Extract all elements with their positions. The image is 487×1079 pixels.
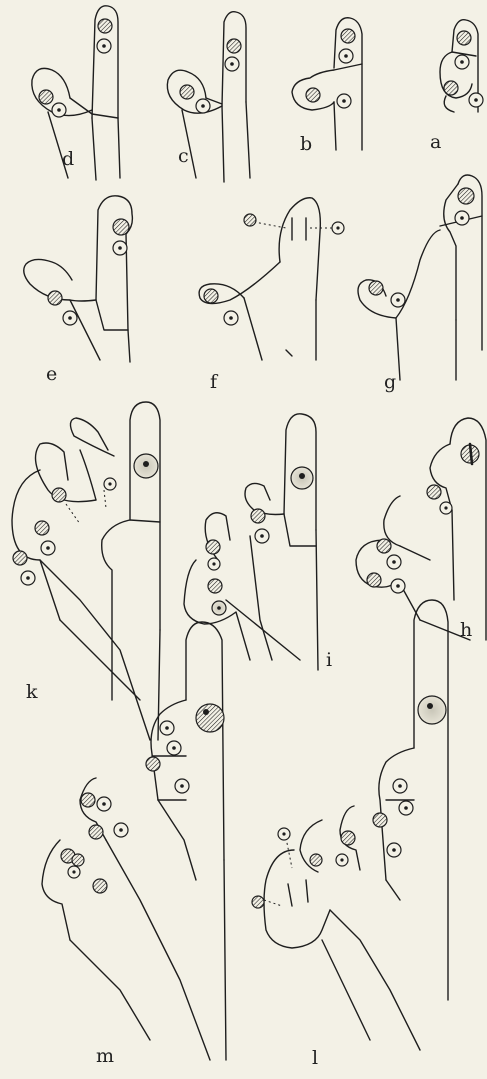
panel-m: m [42, 622, 226, 1067]
panel-label-m: m [96, 1045, 114, 1067]
panel-k: k [12, 402, 160, 740]
panel-label-f: f [210, 371, 219, 393]
nucleus-icon [98, 19, 112, 33]
panel-f: f [199, 198, 344, 393]
panel-label-h: h [460, 619, 472, 641]
panel-label-e: e [46, 363, 57, 385]
panel-label-d: d [62, 148, 74, 170]
panel-d: d [32, 6, 120, 180]
panel-i: i [184, 414, 332, 671]
panel-label-i: i [326, 649, 332, 671]
panel-c: c [167, 12, 250, 182]
panel-e: e [24, 196, 133, 385]
panel-l: l [252, 600, 448, 1069]
panel-label-k: k [26, 681, 38, 703]
panel-label-c: c [178, 145, 189, 167]
panel-label-b: b [300, 133, 312, 155]
panel-h: h [356, 418, 486, 641]
panel-label-l: l [312, 1047, 318, 1069]
panel-g: g [358, 175, 482, 393]
panel-label-a: a [430, 131, 441, 153]
panel-b: b [292, 18, 362, 155]
panel-a: a [430, 20, 483, 153]
panel-label-g: g [384, 371, 396, 393]
